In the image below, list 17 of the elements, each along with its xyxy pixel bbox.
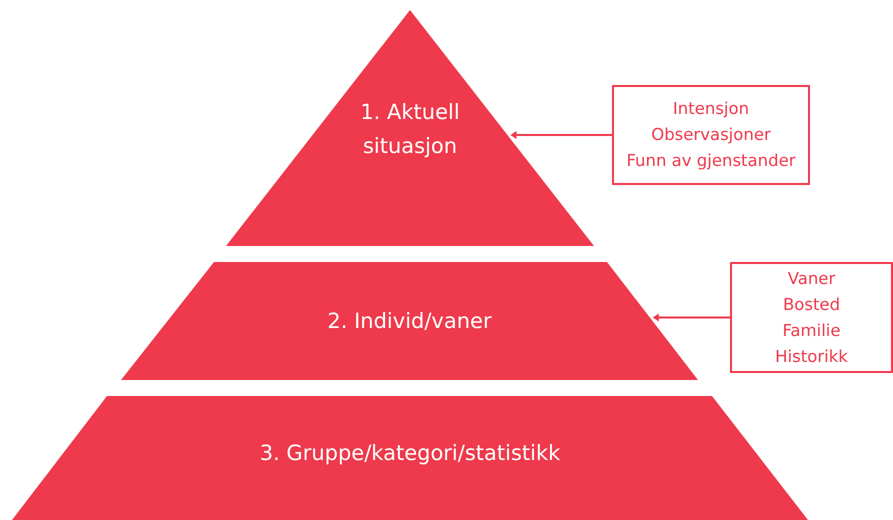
list-item: Funn av gjenstander <box>626 150 796 172</box>
list-item: Observasjoner <box>651 124 771 146</box>
callout-box <box>612 85 810 185</box>
list-item: Bosted <box>782 294 840 316</box>
callout-box <box>730 262 893 373</box>
list-item: Familie <box>782 320 841 342</box>
list-item: Vaner <box>788 268 836 290</box>
arrow <box>652 314 730 322</box>
tier-label: 3. Gruppe/kategori/statistikk <box>258 440 562 467</box>
arrow <box>510 131 612 139</box>
pyramid-tier <box>12 396 808 520</box>
pyramid-top-tier <box>226 10 594 246</box>
pyramid-tier <box>121 262 698 380</box>
tier-label: 2. Individ/vaner <box>326 308 493 335</box>
list-item: Historikk <box>775 346 848 368</box>
tier-label: 1. Aktuell situasjon <box>359 99 461 160</box>
list-item: Intensjon <box>672 98 750 120</box>
